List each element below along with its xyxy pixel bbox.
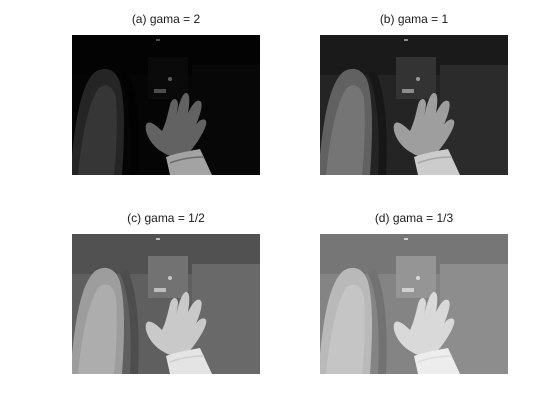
scene-hand — [145, 93, 207, 157]
scene-top-light — [156, 39, 160, 41]
scene-top-light — [404, 238, 408, 240]
panel-d-image — [320, 234, 508, 374]
scene-device-dot — [168, 276, 172, 280]
scene-sleeve-fold — [169, 156, 205, 164]
scene-device-dot — [168, 77, 172, 81]
panel-b-title: (b) gama = 1 — [379, 12, 449, 26]
panel-c-image — [72, 234, 260, 374]
scene-pillow-highlight — [78, 85, 117, 175]
scene-fold — [368, 270, 387, 374]
panel-b-image — [320, 35, 508, 175]
scene-sleeve — [414, 149, 460, 175]
scene-hand — [145, 292, 207, 356]
scene-device-dot — [416, 77, 420, 81]
scene-pillow-highlight — [78, 284, 117, 374]
panel-d-title: (d) gama = 1/3 — [374, 211, 454, 225]
scene-fold — [120, 71, 139, 175]
scene-device-light — [402, 89, 414, 93]
scene-hand — [393, 93, 455, 157]
scene-sleeve-fold — [169, 355, 205, 363]
scene-device-dot — [416, 276, 420, 280]
scene-sleeve — [166, 348, 212, 374]
scene-sleeve-fold — [417, 355, 453, 363]
panel-a-title: (a) gama = 2 — [131, 12, 201, 26]
scene-pillow-highlight — [326, 85, 365, 175]
scene-device-light — [154, 288, 166, 292]
scene-fold — [368, 71, 387, 175]
scene-device-light — [154, 89, 166, 93]
scene-sleeve — [166, 149, 212, 175]
scene-top-light — [404, 39, 408, 41]
scene-top-light — [156, 238, 160, 240]
scene-sleeve-fold — [417, 156, 453, 164]
scene-sleeve — [414, 348, 460, 374]
panel-a-image — [72, 35, 260, 175]
scene-hand — [393, 292, 455, 356]
scene-fold — [120, 270, 139, 374]
panel-c-title: (c) gama = 1/2 — [127, 211, 205, 225]
scene-device-light — [402, 288, 414, 292]
scene-pillow-highlight — [326, 284, 365, 374]
